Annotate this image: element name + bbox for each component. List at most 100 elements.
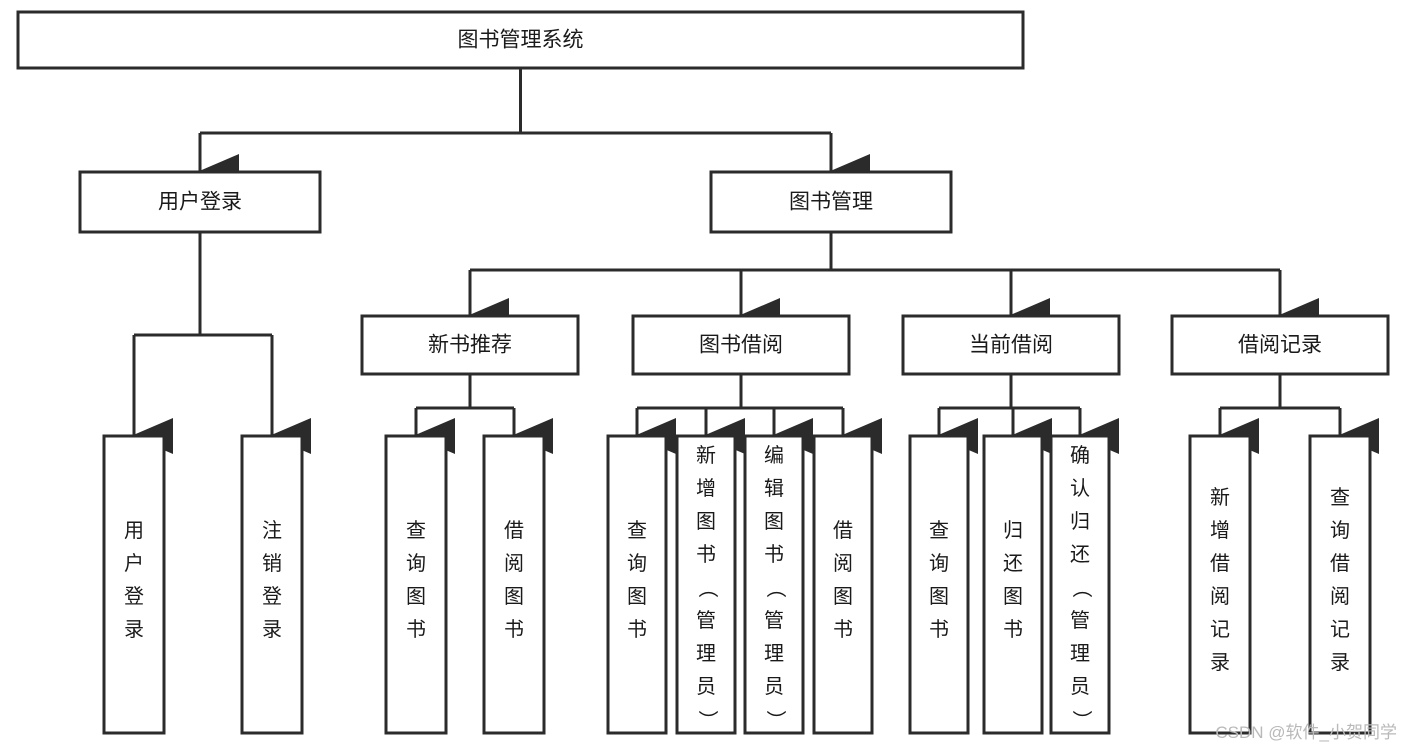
node-leaf-11-rect[interactable]	[1188, 434, 1252, 735]
node-leaf-12-rect[interactable]	[1308, 434, 1372, 735]
svg-text:图: 图	[627, 586, 647, 608]
svg-text:录: 录	[124, 619, 144, 641]
svg-text:查: 查	[406, 519, 426, 542]
svg-text:归: 归	[1070, 510, 1090, 533]
watermark-label: CSDN @软件_小贺同学	[1215, 723, 1397, 742]
node-level3-2-label: 当前借阅	[969, 334, 1053, 357]
svg-text:新: 新	[1210, 486, 1230, 509]
svg-text:管: 管	[1070, 609, 1090, 632]
node-leaf-2-rect[interactable]	[384, 434, 448, 735]
svg-text:询: 询	[627, 552, 647, 575]
node-level3-0-rect[interactable]	[360, 314, 580, 376]
node-level3-1-rect[interactable]	[631, 314, 851, 376]
node-leaf-3-rect[interactable]	[482, 434, 546, 735]
svg-text:书: 书	[833, 618, 853, 641]
svg-text:书: 书	[696, 543, 716, 566]
node-level3-0-label: 新书推荐	[428, 334, 512, 357]
svg-text:辑: 辑	[764, 477, 784, 500]
node-level2-0[interactable]: 用户登录	[78, 170, 322, 234]
svg-text:借: 借	[1330, 552, 1350, 575]
svg-text:书: 书	[627, 618, 647, 641]
node-leaf-0-label: 用户登录	[124, 520, 144, 641]
node-leaf-4-rect[interactable]	[606, 434, 668, 735]
node-root-rect[interactable]	[16, 10, 1025, 70]
svg-text:）: ）	[764, 710, 787, 730]
node-leaf-0[interactable]: 用户登录	[102, 434, 166, 735]
node-leaf-5-rect[interactable]	[675, 434, 737, 735]
node-leaf-8-rect[interactable]	[908, 434, 970, 735]
svg-text:员: 员	[696, 676, 716, 698]
node-level2-1[interactable]: 图书管理	[709, 170, 953, 234]
svg-text:（: （	[764, 578, 787, 598]
node-level3-3-rect[interactable]	[1170, 314, 1390, 376]
node-leaf-7-rect[interactable]	[812, 434, 874, 735]
node-leaf-9-rect[interactable]	[982, 434, 1044, 735]
node-level3-1[interactable]: 图书借阅	[631, 314, 851, 376]
svg-text:确: 确	[1070, 444, 1090, 467]
node-root-label: 图书管理系统	[458, 29, 584, 52]
svg-text:询: 询	[406, 552, 426, 575]
svg-text:录: 录	[1210, 652, 1230, 674]
svg-text:归: 归	[1003, 519, 1023, 542]
svg-text:）: ）	[1070, 710, 1093, 730]
node-leaf-0-rect[interactable]	[102, 434, 166, 735]
node-leaf-1-rect[interactable]	[240, 434, 304, 735]
node-level3-3[interactable]: 借阅记录	[1170, 314, 1390, 376]
node-level3-2-rect[interactable]	[901, 314, 1121, 376]
node-level2-1-rect[interactable]	[709, 170, 953, 234]
svg-text:新: 新	[696, 444, 716, 467]
svg-text:管: 管	[696, 609, 716, 632]
svg-text:查: 查	[627, 519, 647, 542]
node-leaf-10-rect[interactable]	[1049, 434, 1111, 735]
node-level2-0-rect[interactable]	[78, 170, 322, 234]
svg-text:）: ）	[696, 710, 719, 730]
svg-text:查: 查	[929, 519, 949, 542]
node-level3-2[interactable]: 当前借阅	[901, 314, 1121, 376]
svg-text:书: 书	[504, 618, 524, 641]
svg-text:借: 借	[1210, 552, 1230, 575]
svg-text:管: 管	[764, 609, 784, 632]
svg-text:录: 录	[1330, 652, 1350, 674]
edges-layer	[131, 68, 1379, 454]
svg-text:图: 图	[696, 511, 716, 533]
svg-text:阅: 阅	[1330, 585, 1350, 608]
svg-text:记: 记	[1210, 618, 1230, 641]
node-root[interactable]: 图书管理系统	[16, 10, 1025, 70]
node-level3-0[interactable]: 新书推荐	[360, 314, 580, 376]
svg-text:录: 录	[262, 619, 282, 641]
svg-text:增: 增	[696, 477, 716, 500]
svg-text:询: 询	[929, 552, 949, 575]
node-level3-3-label: 借阅记录	[1238, 334, 1322, 357]
svg-text:登: 登	[124, 585, 144, 608]
svg-text:阅: 阅	[1210, 585, 1230, 608]
svg-text:阅: 阅	[833, 552, 853, 575]
node-leaf-6-rect[interactable]	[743, 434, 805, 735]
svg-text:书: 书	[764, 543, 784, 566]
svg-text:登: 登	[262, 585, 282, 608]
svg-text:图: 图	[406, 586, 426, 608]
svg-text:图: 图	[764, 511, 784, 533]
svg-text:增: 增	[1210, 519, 1230, 542]
svg-text:理: 理	[696, 643, 716, 665]
